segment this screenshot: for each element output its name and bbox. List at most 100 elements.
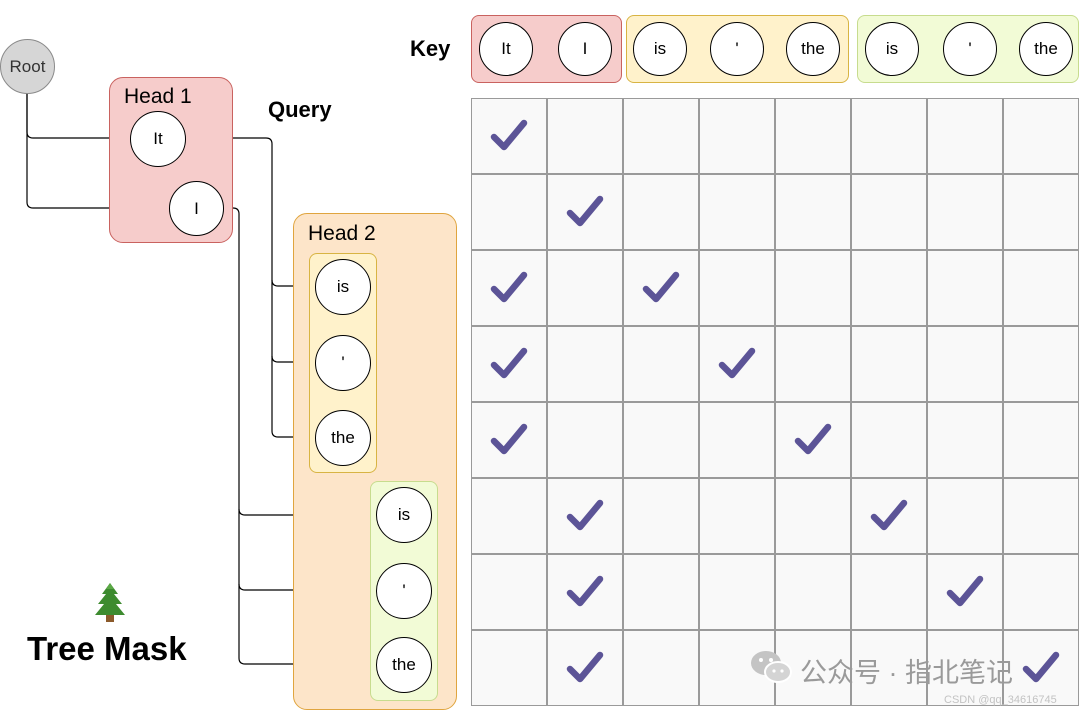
mask-cell-r5-c7 [1003, 478, 1079, 554]
mask-cell-r0-c6 [927, 98, 1003, 174]
root-node: Root [0, 39, 55, 94]
mask-cell-r2-c1 [547, 250, 623, 326]
mask-cell-r1-c0 [471, 174, 547, 250]
tree-node-head1-i: I [169, 181, 224, 236]
mask-cell-r2-c3 [699, 250, 775, 326]
tree-mask-title: Tree Mask [27, 630, 187, 667]
check-icon [490, 347, 528, 379]
key-token-7: the [1019, 22, 1073, 76]
tree-node-head2-g1-the: the [315, 410, 371, 466]
check-icon [870, 499, 908, 531]
mask-cell-r0-c1 [547, 98, 623, 174]
mask-cell-r7-c2 [623, 630, 699, 706]
mask-cell-r3-c1 [547, 326, 623, 402]
mask-cell-r0-c3 [699, 98, 775, 174]
mask-cell-r6-c4 [775, 554, 851, 630]
mask-cell-r5-c6 [927, 478, 1003, 554]
csdn-watermark: CSDN @qq_34616745 [944, 694, 1057, 706]
mask-cell-r4-c4 [775, 402, 851, 478]
mask-cell-r2-c5 [851, 250, 927, 326]
mask-cell-r1-c4 [775, 174, 851, 250]
check-icon [1022, 651, 1060, 683]
key-token-2: is [633, 22, 687, 76]
mask-cell-r2-c2 [623, 250, 699, 326]
head1-label: Head 1 [124, 85, 192, 108]
mask-cell-r3-c3 [699, 326, 775, 402]
check-icon [946, 575, 984, 607]
mask-cell-r4-c0 [471, 402, 547, 478]
mask-cell-r7-c5 [851, 630, 927, 706]
mask-cell-r0-c0 [471, 98, 547, 174]
check-icon [718, 347, 756, 379]
mask-cell-r7-c6 [927, 630, 1003, 706]
mask-cell-r7-c7 [1003, 630, 1079, 706]
mask-cell-r0-c4 [775, 98, 851, 174]
mask-cell-r6-c1 [547, 554, 623, 630]
mask-cell-r7-c1 [547, 630, 623, 706]
mask-cell-r1-c2 [623, 174, 699, 250]
query-label: Query [268, 97, 332, 122]
mask-cell-r7-c0 [471, 630, 547, 706]
mask-cell-r2-c6 [927, 250, 1003, 326]
mask-cell-r5-c5 [851, 478, 927, 554]
mask-cell-r1-c3 [699, 174, 775, 250]
mask-cell-r4-c5 [851, 402, 927, 478]
mask-cell-r3-c0 [471, 326, 547, 402]
mask-cell-r0-c7 [1003, 98, 1079, 174]
check-icon [566, 195, 604, 227]
mask-cell-r3-c6 [927, 326, 1003, 402]
key-token-0: It [479, 22, 533, 76]
head2-label: Head 2 [308, 222, 376, 245]
mask-cell-r3-c2 [623, 326, 699, 402]
mask-cell-r6-c3 [699, 554, 775, 630]
mask-cell-r5-c3 [699, 478, 775, 554]
mask-cell-r4-c6 [927, 402, 1003, 478]
key-token-4: the [786, 22, 840, 76]
mask-cell-r5-c2 [623, 478, 699, 554]
mask-cell-r0-c2 [623, 98, 699, 174]
mask-cell-r1-c5 [851, 174, 927, 250]
check-icon [566, 499, 604, 531]
mask-cell-r4-c3 [699, 402, 775, 478]
tree-node-head2-g2-is: is [376, 487, 432, 543]
check-icon [566, 651, 604, 683]
mask-cell-r0-c5 [851, 98, 927, 174]
key-token-1: I [558, 22, 612, 76]
key-token-3: ' [710, 22, 764, 76]
mask-cell-r1-c7 [1003, 174, 1079, 250]
mask-cell-r2-c7 [1003, 250, 1079, 326]
key-token-5: is [865, 22, 919, 76]
mask-cell-r6-c5 [851, 554, 927, 630]
check-icon [642, 271, 680, 303]
mask-cell-r1-c6 [927, 174, 1003, 250]
mask-cell-r3-c4 [775, 326, 851, 402]
wechat-icon [751, 651, 792, 683]
mask-cell-r3-c7 [1003, 326, 1079, 402]
tree-node-head2-g1-is: is [315, 259, 371, 315]
mask-cell-r6-c6 [927, 554, 1003, 630]
mask-cell-r6-c2 [623, 554, 699, 630]
key-label: Key [410, 36, 451, 61]
tree-node-head1-it: It [130, 111, 186, 167]
mask-cell-r5-c1 [547, 478, 623, 554]
mask-cell-r6-c0 [471, 554, 547, 630]
mask-cell-r5-c0 [471, 478, 547, 554]
evergreen-tree-icon [95, 583, 125, 622]
mask-cell-r2-c4 [775, 250, 851, 326]
mask-cell-r6-c7 [1003, 554, 1079, 630]
tree-node-head2-g2-apostrophe: ' [376, 563, 432, 619]
check-icon [566, 575, 604, 607]
tree-node-head2-g2-the: the [376, 637, 432, 693]
mask-cell-r1-c1 [547, 174, 623, 250]
mask-cell-r4-c7 [1003, 402, 1079, 478]
mask-cell-r5-c4 [775, 478, 851, 554]
tree-node-head2-g1-apostrophe: ' [315, 335, 371, 391]
check-icon [490, 119, 528, 151]
mask-cell-r4-c2 [623, 402, 699, 478]
wechat-watermark: 公众号 · 指北笔记 [800, 658, 1013, 688]
check-icon [490, 423, 528, 455]
mask-cell-r2-c0 [471, 250, 547, 326]
mask-cell-r4-c1 [547, 402, 623, 478]
check-icon [794, 423, 832, 455]
